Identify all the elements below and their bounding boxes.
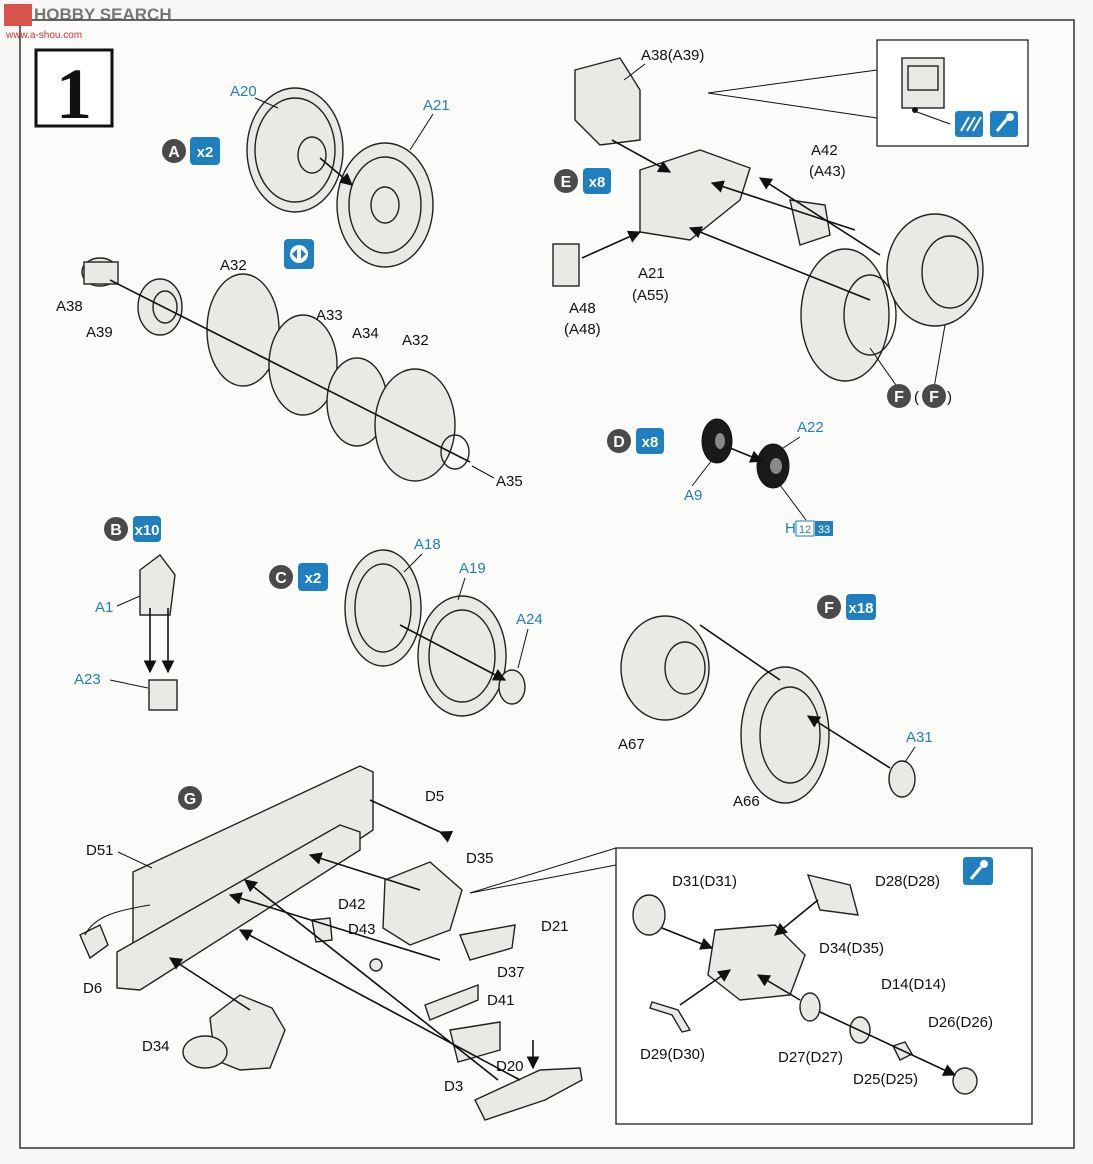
return-roller <box>701 418 790 489</box>
label-A19: A19 <box>459 560 486 577</box>
label-D41: D41 <box>487 992 515 1009</box>
svg-text:F: F <box>824 600 834 617</box>
svg-text:x8: x8 <box>642 434 659 451</box>
label-D3: D3 <box>444 1078 463 1095</box>
idler-wheels <box>344 549 526 717</box>
label-D27: D27(D27) <box>778 1049 843 1066</box>
svg-text:(: ( <box>914 389 919 406</box>
label-D14: D14(D14) <box>881 976 946 993</box>
label-A31: A31 <box>906 729 933 746</box>
badge-D: D x8 <box>607 428 664 454</box>
label-A21-top: A21 <box>423 97 450 114</box>
watermark-brand: HOBBY SEARCH <box>34 5 172 24</box>
svg-text:33: 33 <box>818 524 830 536</box>
rotate-both-sides-icon <box>284 239 314 269</box>
badge-E: E x8 <box>554 168 611 194</box>
badge-F: F x18 <box>817 594 876 620</box>
label-D43: D43 <box>348 921 376 938</box>
label-A35: A35 <box>496 473 523 490</box>
label-A66: A66 <box>733 793 760 810</box>
label-A38-A39: A38(A39) <box>641 47 704 64</box>
label-A24: A24 <box>516 611 543 628</box>
label-A20: A20 <box>230 83 257 100</box>
step-number-box: 1 <box>34 48 114 134</box>
bump-stop-assembly <box>139 554 178 711</box>
road-wheels <box>620 615 916 804</box>
svg-text:C: C <box>275 570 287 587</box>
svg-text:H: H <box>785 520 796 537</box>
svg-text:A: A <box>168 144 180 161</box>
label-A34: A34 <box>352 325 379 342</box>
label-D28: D28(D28) <box>875 873 940 890</box>
svg-text:x8: x8 <box>589 174 606 191</box>
bogie-assembly <box>552 57 984 382</box>
label-D20: D20 <box>496 1058 524 1075</box>
label-D5: D5 <box>425 788 444 805</box>
label-A32-left: A32 <box>220 257 247 274</box>
svg-text:x18: x18 <box>848 600 873 617</box>
paint-stripe-icon <box>955 111 983 137</box>
svg-text:): ) <box>947 389 952 406</box>
sprocket-a21 <box>336 142 434 268</box>
ref-F-badges: F ( F ) <box>869 324 952 408</box>
svg-text:B: B <box>110 522 122 539</box>
label-D34: D34 <box>142 1038 170 1055</box>
label-A23: A23 <box>74 671 101 688</box>
label-A1: A1 <box>95 599 113 616</box>
label-D42: D42 <box>338 896 366 913</box>
label-D31: D31(D31) <box>672 873 737 890</box>
badge-C: C x2 <box>269 563 328 591</box>
svg-text:D: D <box>613 434 625 451</box>
label-A38-left: A38 <box>56 298 83 315</box>
watermark-url: www.a-shou.com <box>5 30 82 41</box>
label-D29: D29(D30) <box>640 1046 705 1063</box>
label-D51: D51 <box>86 842 114 859</box>
svg-text:F: F <box>894 389 904 406</box>
detail-inset-top <box>707 39 1029 147</box>
label-D34-D35: D34(D35) <box>819 940 884 957</box>
label-D26: D26(D26) <box>928 1014 993 1031</box>
label-A55: (A55) <box>632 287 669 304</box>
label-A42: A42 <box>811 142 838 159</box>
svg-text:x2: x2 <box>197 144 214 161</box>
label-D37: D37 <box>497 964 525 981</box>
svg-text:E: E <box>561 174 572 191</box>
label-A39-left: A39 <box>86 324 113 341</box>
svg-text:F: F <box>929 389 939 406</box>
step-number: 1 <box>56 54 92 134</box>
badge-A: A x2 <box>162 137 220 165</box>
label-A48: A48 <box>569 300 596 317</box>
label-D6: D6 <box>83 980 102 997</box>
label-A67: A67 <box>618 736 645 753</box>
svg-text:G: G <box>184 791 196 808</box>
sprocket-a20 <box>246 87 344 213</box>
label-D25: D25(D25) <box>853 1071 918 1088</box>
glue-icon <box>963 857 993 885</box>
detail-inset-bottom <box>469 847 1033 1125</box>
watermark: HOBBY SEARCH www.a-shou.com <box>4 4 172 41</box>
label-A33: A33 <box>316 307 343 324</box>
svg-text:x2: x2 <box>305 570 322 587</box>
label-A32-right: A32 <box>402 332 429 349</box>
label-D35: D35 <box>466 850 494 867</box>
label-A9: A9 <box>684 487 702 504</box>
hull-side-plate <box>79 765 583 1121</box>
sprocket-stack <box>81 257 471 482</box>
label-D21: D21 <box>541 918 569 935</box>
svg-text:x10: x10 <box>134 522 159 539</box>
paint-brush-icon <box>990 111 1018 137</box>
label-A18: A18 <box>414 536 441 553</box>
label-A22: A22 <box>797 419 824 436</box>
label-A21-mid: A21 <box>638 265 665 282</box>
svg-text:12: 12 <box>799 524 811 536</box>
label-A43: (A43) <box>809 163 846 180</box>
badge-G: G <box>178 786 202 810</box>
label-A48p: (A48) <box>564 321 601 338</box>
badge-B: B x10 <box>104 516 161 542</box>
paint-ref-H: H 12 33 <box>779 484 833 537</box>
